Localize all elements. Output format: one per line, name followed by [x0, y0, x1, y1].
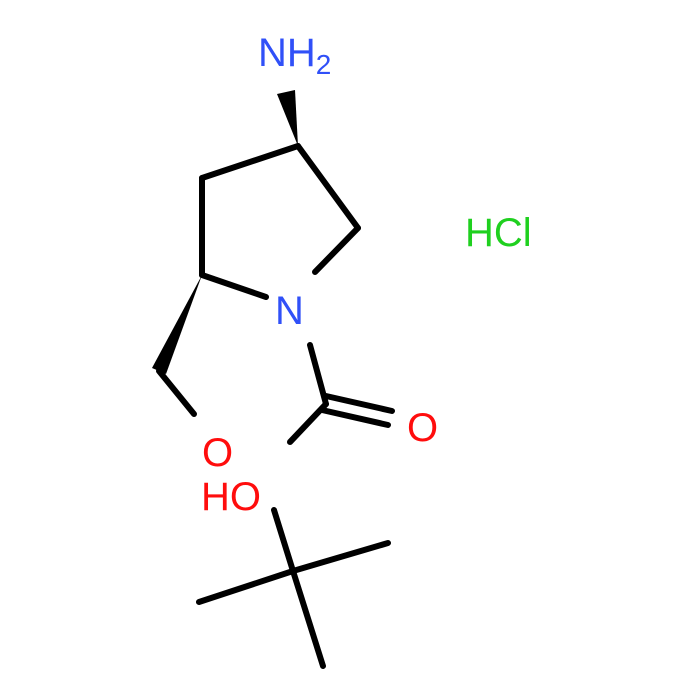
- amine-main: NH: [258, 31, 316, 75]
- bond-tbu-methyl-2: [196, 568, 296, 605]
- bond-ch2-oh: [156, 368, 197, 417]
- bond-c3-c4: [199, 143, 301, 181]
- hydroxyl-label: HO: [201, 475, 261, 519]
- bond-carbonyl-ester-o: [287, 401, 329, 445]
- bond-carbonyl-double-1: [323, 393, 395, 414]
- bond-n1-c2: [199, 272, 269, 300]
- ester-oxygen-label: O: [202, 431, 233, 475]
- hcl-salt-label: HCl: [465, 211, 532, 255]
- wedge-bond-amine: [277, 90, 298, 146]
- carbonyl-oxygen-label: O: [407, 406, 438, 450]
- bond-tbu-methyl-1: [290, 540, 391, 574]
- bond-tbu-methyl-3: [290, 568, 326, 669]
- ring-nitrogen-label: N: [275, 289, 304, 333]
- bond-carbonyl-double-2: [319, 407, 391, 428]
- wedge-bond-hydroxymethyl: [152, 275, 202, 374]
- bond-n1-carbonyl: [307, 342, 329, 407]
- amine-subscript: 2: [316, 49, 332, 80]
- bond-o-quaternary-c: [271, 507, 296, 574]
- amine-label: NH2: [258, 31, 331, 80]
- bond-c5-n1: [312, 225, 361, 275]
- bond-c4-c5: [295, 143, 361, 231]
